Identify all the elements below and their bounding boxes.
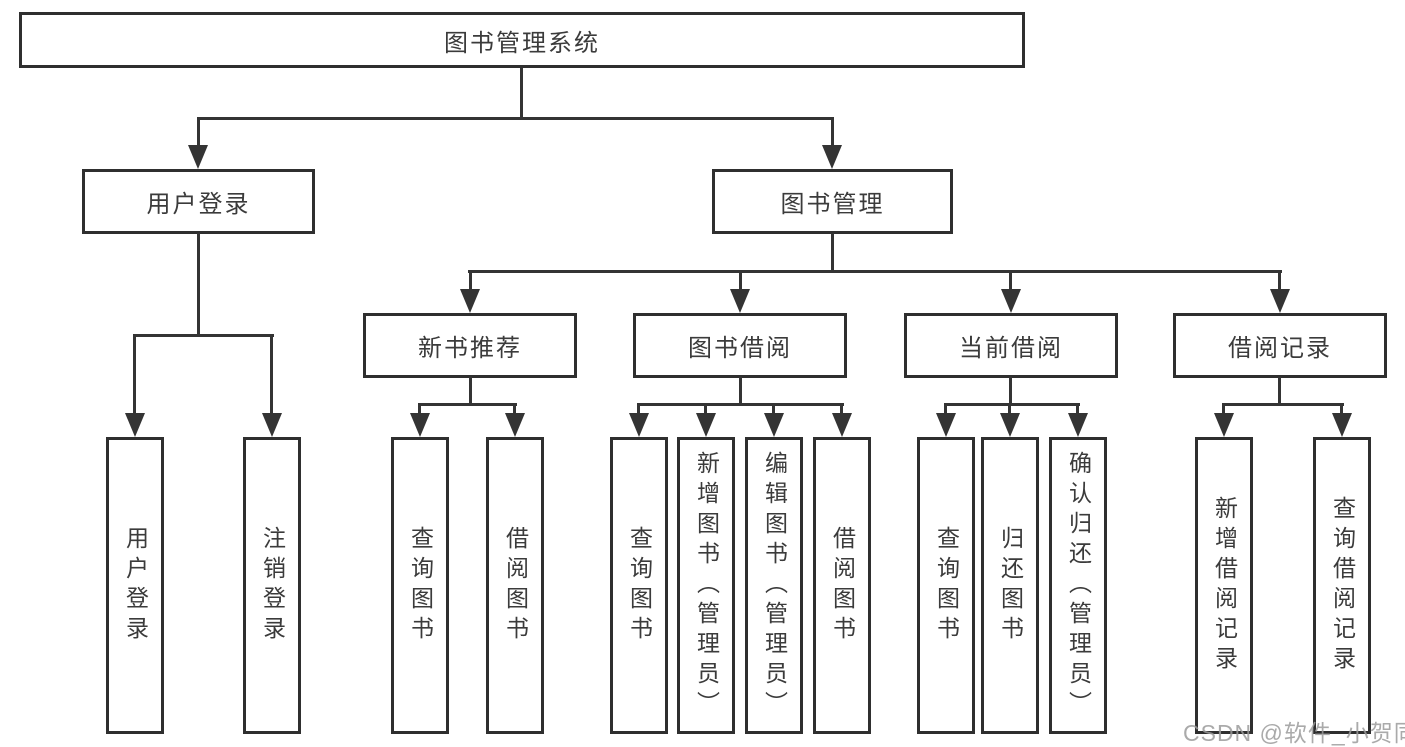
arrowhead-borrow-records: [1270, 289, 1290, 313]
connector-drop-book-borrow: [739, 270, 742, 292]
leaf-borrow-books-rec: 借阅图书: [486, 437, 544, 734]
leaf-return-books: 归还图书: [981, 437, 1039, 734]
connector-drop: [704, 403, 707, 417]
connector-borrow-records-rail: [1222, 403, 1344, 406]
connector-book-borrow-rail: [637, 403, 844, 406]
leaf-borrow-books: 借阅图书: [813, 437, 871, 734]
connector-drop-leaf-logout: [270, 334, 273, 416]
connector-drop: [418, 403, 421, 417]
connector-drop: [772, 403, 775, 417]
leaf-add-books-admin: 新增图书（管理员）: [677, 437, 735, 734]
leaf-edit-books-admin: 编辑图书（管理员）: [745, 437, 803, 734]
arrowhead: [1214, 413, 1234, 437]
leaf-user-login: 用户登录: [106, 437, 164, 734]
leaf-confirm-return-admin: 确认归还（管理员）: [1049, 437, 1107, 734]
connector-drop-current-borrow: [1009, 270, 1012, 292]
connector-drop-leaf-login: [133, 334, 136, 416]
arrowhead: [1000, 413, 1020, 437]
connector-drop: [840, 403, 843, 417]
leaf-query-books-borrow: 查询图书: [610, 437, 668, 734]
connector-new-rec-rail: [418, 403, 517, 406]
leaf-logout: 注销登录: [243, 437, 301, 734]
arrowhead-leaf-logout: [262, 413, 282, 437]
leaf-query-borrow-record: 查询借阅记录: [1313, 437, 1371, 734]
connector-borrow-records-trunk: [1278, 377, 1281, 405]
csdn-watermark: CSDN @软件_小贺同学: [1183, 720, 1405, 746]
connector-drop: [1222, 403, 1225, 417]
connector-book-borrow-trunk: [739, 377, 742, 405]
arrowhead: [1332, 413, 1352, 437]
node-root: 图书管理系统: [19, 12, 1025, 68]
node-borrow-records: 借阅记录: [1173, 313, 1387, 378]
arrowhead-book-mgmt: [822, 145, 842, 169]
connector-level3-rail: [468, 270, 1282, 273]
arrowhead: [936, 413, 956, 437]
connector-book-mgmt-trunk: [831, 233, 834, 273]
node-new-rec: 新书推荐: [363, 313, 577, 378]
connector-drop: [637, 403, 640, 417]
arrowhead: [505, 413, 525, 437]
connector-user-login-trunk: [197, 233, 200, 337]
connector-drop: [1340, 403, 1343, 417]
connector-drop-borrow-records: [1278, 270, 1281, 292]
arrowhead: [696, 413, 716, 437]
arrowhead-current-borrow: [1001, 289, 1021, 313]
connector-drop: [1076, 403, 1079, 417]
arrowhead-book-borrow: [730, 289, 750, 313]
connector-drop: [944, 403, 947, 417]
node-user-login: 用户登录: [82, 169, 315, 234]
arrowhead: [629, 413, 649, 437]
arrowhead: [764, 413, 784, 437]
node-book-borrow: 图书借阅: [633, 313, 847, 378]
connector-current-borrow-trunk: [1009, 377, 1012, 405]
arrowhead-user-login: [188, 145, 208, 169]
connector-user-login-rail: [133, 334, 274, 337]
node-book-mgmt: 图书管理: [712, 169, 953, 234]
leaf-query-books-rec: 查询图书: [391, 437, 449, 734]
connector-drop-new-rec: [469, 270, 472, 292]
connector-drop-user-login: [197, 117, 200, 149]
connector-current-borrow-rail: [944, 403, 1080, 406]
leaf-add-borrow-record: 新增借阅记录: [1195, 437, 1253, 734]
arrowhead-new-rec: [460, 289, 480, 313]
connector-root-trunk: [520, 68, 523, 120]
connector-level2-rail: [197, 117, 834, 120]
arrowhead: [832, 413, 852, 437]
arrowhead: [1068, 413, 1088, 437]
node-current-borrow: 当前借阅: [904, 313, 1118, 378]
connector-new-rec-trunk: [469, 377, 472, 405]
arrowhead: [410, 413, 430, 437]
connector-drop: [1008, 403, 1011, 417]
arrowhead-leaf-login: [125, 413, 145, 437]
connector-drop: [513, 403, 516, 417]
connector-drop-book-mgmt: [831, 117, 834, 149]
leaf-query-books-current: 查询图书: [917, 437, 975, 734]
